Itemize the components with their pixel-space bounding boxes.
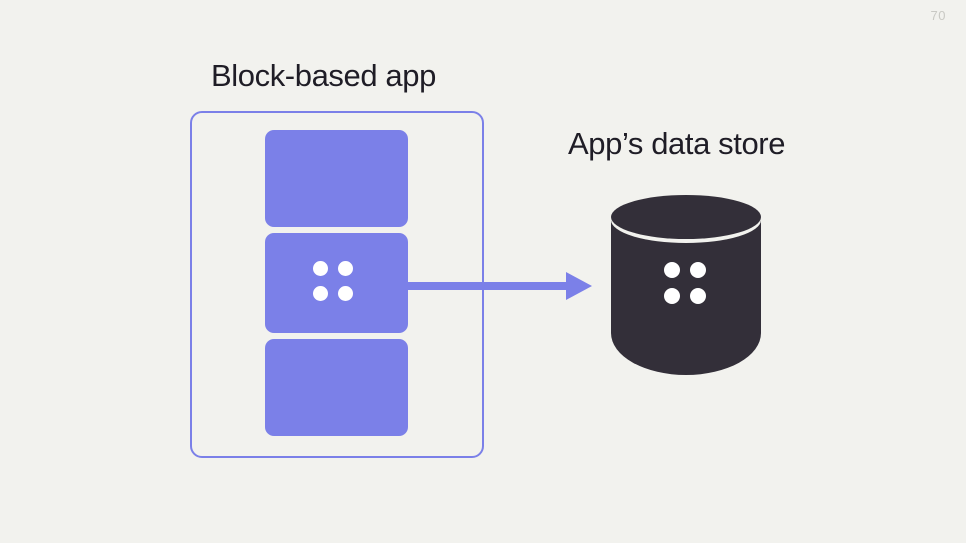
block-dot-1 xyxy=(313,261,328,276)
app-data-store-title: App’s data store xyxy=(568,126,786,161)
app-block-1[interactable] xyxy=(265,130,408,227)
app-block-3[interactable] xyxy=(265,339,408,436)
store-dot-3 xyxy=(664,288,680,304)
store-dot-2 xyxy=(690,262,706,278)
block-dot-4 xyxy=(338,286,353,301)
store-dot-4 xyxy=(690,288,706,304)
database-cylinder-icon xyxy=(611,195,761,375)
arrow-right-icon xyxy=(406,272,592,300)
block-based-app-title: Block-based app xyxy=(211,58,436,93)
block-data-dots-icon xyxy=(313,261,353,301)
app-block-2[interactable] xyxy=(265,233,408,333)
store-dot-1 xyxy=(664,262,680,278)
block-dot-2 xyxy=(338,261,353,276)
datastore-data-dots-icon xyxy=(664,262,706,304)
block-dot-3 xyxy=(313,286,328,301)
page-number: 70 xyxy=(930,8,946,23)
